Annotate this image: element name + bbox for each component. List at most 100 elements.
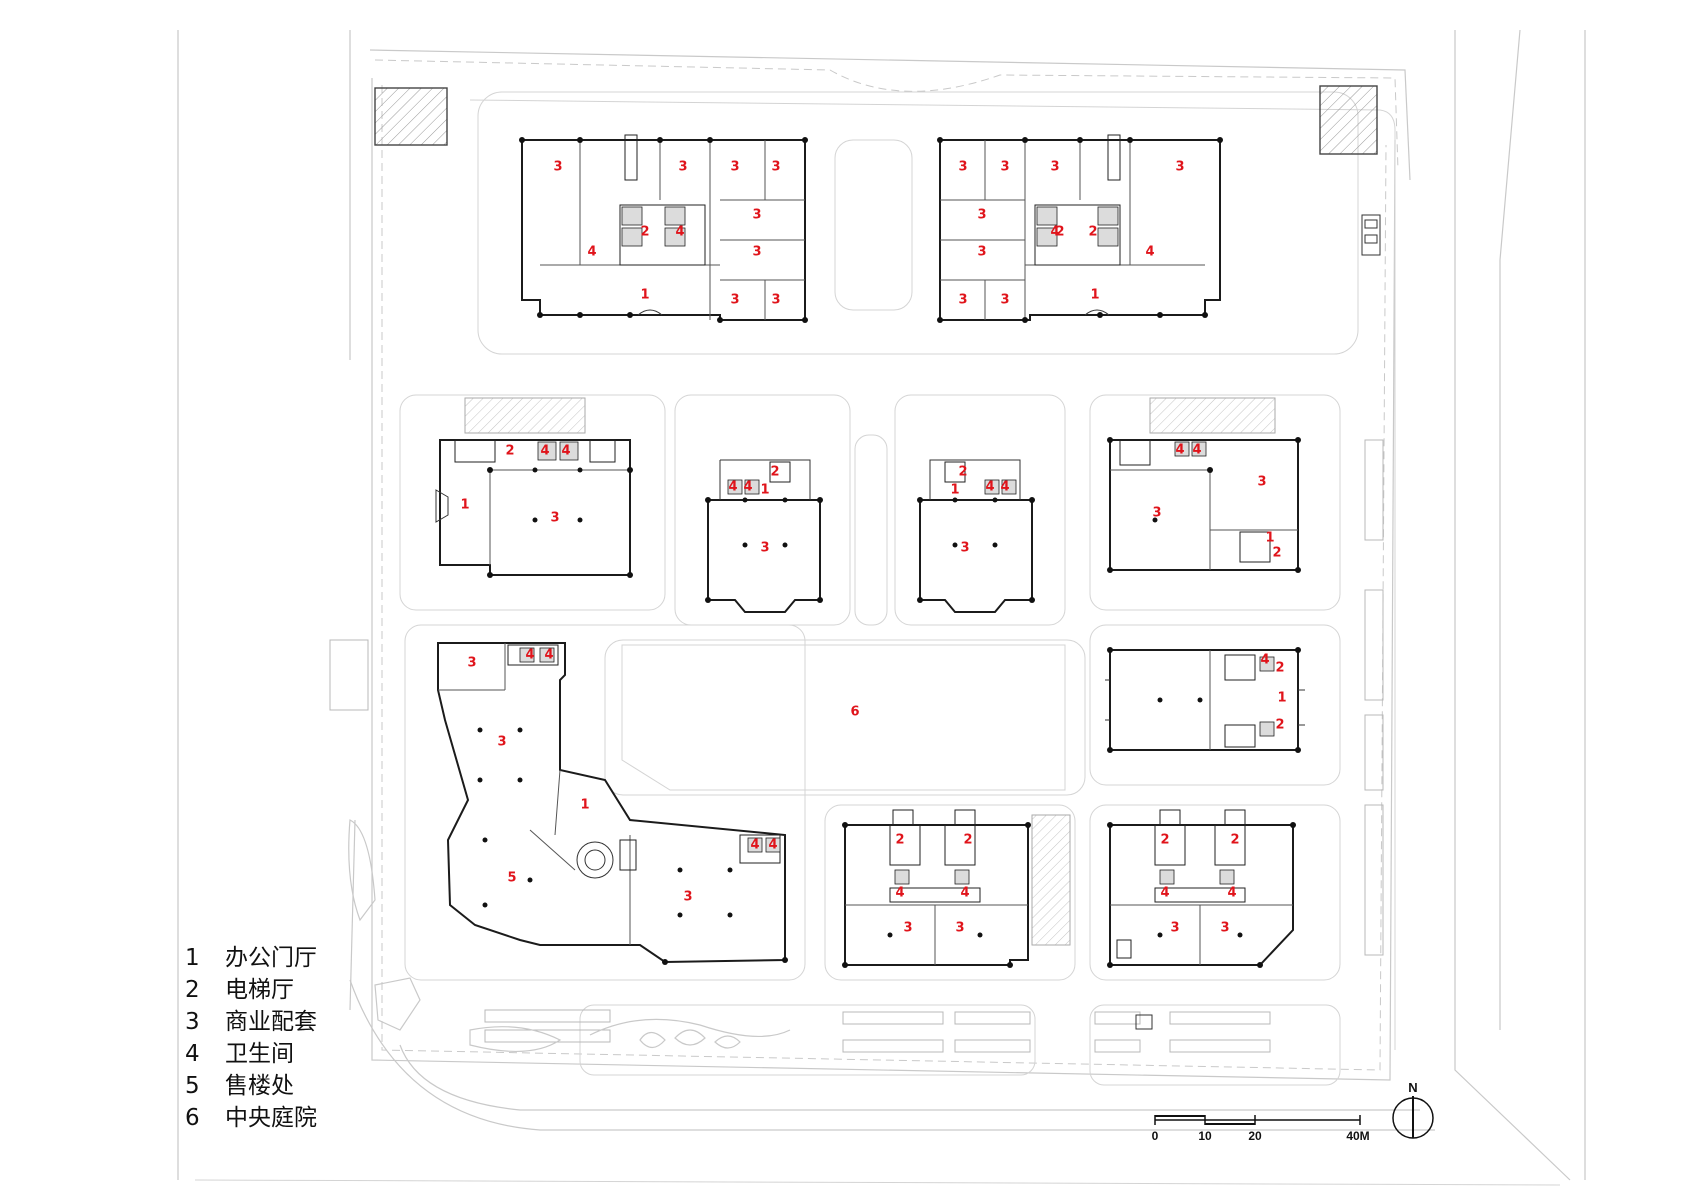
room-label: 3 xyxy=(497,735,506,750)
room-label: 2 xyxy=(1230,833,1239,848)
room-label: 3 xyxy=(960,541,969,556)
room-label: 3 xyxy=(1000,160,1009,175)
room-label: 4 xyxy=(675,225,684,240)
room-label: 4 xyxy=(750,838,759,853)
building-i: 4 2 1 2 xyxy=(1105,647,1305,753)
room-label: 2 xyxy=(1055,225,1064,240)
room-label: 3 xyxy=(730,293,739,308)
legend-label-6: 中央庭院 xyxy=(225,1105,317,1131)
room-label: 1 xyxy=(1090,288,1099,303)
room-label: 1 xyxy=(1265,531,1274,546)
room-label: 2 xyxy=(1275,661,1284,676)
central-courtyard: 6 xyxy=(621,644,1066,791)
room-label: 3 xyxy=(730,160,739,175)
building-e: 2 4 4 1 3 xyxy=(917,459,1035,613)
room-label: 3 xyxy=(1050,160,1059,175)
room-label: 3 xyxy=(553,160,562,175)
room-label: 3 xyxy=(550,511,559,526)
legend: 1 办公门厅 2 电梯厅 3 商业配套 4 卫生间 5 售楼处 6 中央庭院 xyxy=(185,945,317,1131)
building-k: 2 2 4 4 3 3 xyxy=(1107,809,1296,968)
scale-tick-0: 0 xyxy=(1152,1129,1159,1143)
building-c: 2 4 4 1 3 xyxy=(435,439,633,578)
building-f: 4 4 3 3 1 2 xyxy=(1107,437,1301,573)
room-label: 4 xyxy=(960,886,969,901)
room-label: 2 xyxy=(1272,546,1281,561)
room-label: 4 xyxy=(1192,443,1201,458)
building-d: 2 4 4 1 3 xyxy=(705,459,823,613)
room-label: 3 xyxy=(977,245,986,260)
site-roads xyxy=(177,29,1586,1186)
room-label: 2 xyxy=(1275,718,1284,733)
room-label: 3 xyxy=(958,293,967,308)
room-label: 2 xyxy=(958,465,967,480)
room-label: 2 xyxy=(963,833,972,848)
building-g: 3 4 4 3 1 5 3 4 4 xyxy=(437,642,788,965)
room-label: 2 xyxy=(1160,833,1169,848)
legend-label-1: 办公门厅 xyxy=(225,945,317,971)
scale-bar: 0 10 20 40M xyxy=(1152,1115,1370,1143)
scale-tick-10: 10 xyxy=(1198,1129,1212,1143)
building-b: 3 3 3 3 3 3 3 3 2 2 4 4 1 xyxy=(937,134,1223,323)
legend-label-5: 售楼处 xyxy=(225,1073,294,1099)
room-label: 4 xyxy=(525,648,534,663)
room-label: 4 xyxy=(561,444,570,459)
room-label: 1 xyxy=(760,483,769,498)
legend-num-2: 2 xyxy=(185,977,200,1003)
room-label: 4 xyxy=(1050,225,1059,240)
legend-label-4: 卫生间 xyxy=(225,1041,294,1067)
room-label: 4 xyxy=(1000,480,1009,495)
legend-label-2: 电梯厅 xyxy=(225,977,294,1003)
room-label: 3 xyxy=(752,245,761,260)
room-label: 4 xyxy=(544,648,553,663)
room-label: 4 xyxy=(1175,443,1184,458)
room-label: 3 xyxy=(1170,921,1179,936)
legend-num-3: 3 xyxy=(185,1009,200,1035)
room-label: 3 xyxy=(955,921,964,936)
legend-num-1: 1 xyxy=(185,945,200,971)
room-label: 2 xyxy=(770,465,779,480)
room-label: 1 xyxy=(580,798,589,813)
room-label: 3 xyxy=(752,208,761,223)
room-label: 2 xyxy=(505,444,514,459)
room-label: 4 xyxy=(728,480,737,495)
room-label: 4 xyxy=(1160,886,1169,901)
room-label: 1 xyxy=(640,288,649,303)
room-label: 4 xyxy=(743,480,752,495)
room-label: 3 xyxy=(903,921,912,936)
room-label: 1 xyxy=(950,483,959,498)
room-label: 3 xyxy=(1152,506,1161,521)
courtyard-label: 6 xyxy=(850,705,859,720)
room-label: 4 xyxy=(587,245,596,260)
room-label: 3 xyxy=(977,208,986,223)
north-arrow: N xyxy=(1392,1080,1434,1139)
room-label: 3 xyxy=(1175,160,1184,175)
legend-num-5: 5 xyxy=(185,1073,200,1099)
right-landscape xyxy=(1135,214,1381,1030)
room-label: 1 xyxy=(1277,691,1286,706)
building-a: 3 3 3 3 3 3 3 3 2 4 4 1 xyxy=(519,134,808,323)
scale-tick-40: 40M xyxy=(1346,1129,1369,1143)
room-label: 3 xyxy=(771,293,780,308)
north-label: N xyxy=(1408,1080,1417,1095)
room-label: 3 xyxy=(1220,921,1229,936)
room-label: 3 xyxy=(958,160,967,175)
scale-tick-20: 20 xyxy=(1248,1129,1262,1143)
legend-label-3: 商业配套 xyxy=(225,1009,317,1035)
room-label: 4 xyxy=(1260,653,1269,668)
room-label: 3 xyxy=(760,541,769,556)
room-label: 4 xyxy=(1145,245,1154,260)
room-label: 3 xyxy=(1257,475,1266,490)
room-label: 2 xyxy=(1088,225,1097,240)
room-label: 3 xyxy=(771,160,780,175)
room-label: 3 xyxy=(1000,293,1009,308)
room-label: 3 xyxy=(683,890,692,905)
room-label: 1 xyxy=(460,498,469,513)
room-label: 4 xyxy=(985,480,994,495)
room-label: 4 xyxy=(1227,886,1236,901)
building-j: 2 2 4 4 3 3 xyxy=(842,809,1031,968)
room-label: 5 xyxy=(507,871,516,886)
room-label: 4 xyxy=(540,444,549,459)
hatched-structures xyxy=(374,85,1378,946)
room-label: 3 xyxy=(467,656,476,671)
